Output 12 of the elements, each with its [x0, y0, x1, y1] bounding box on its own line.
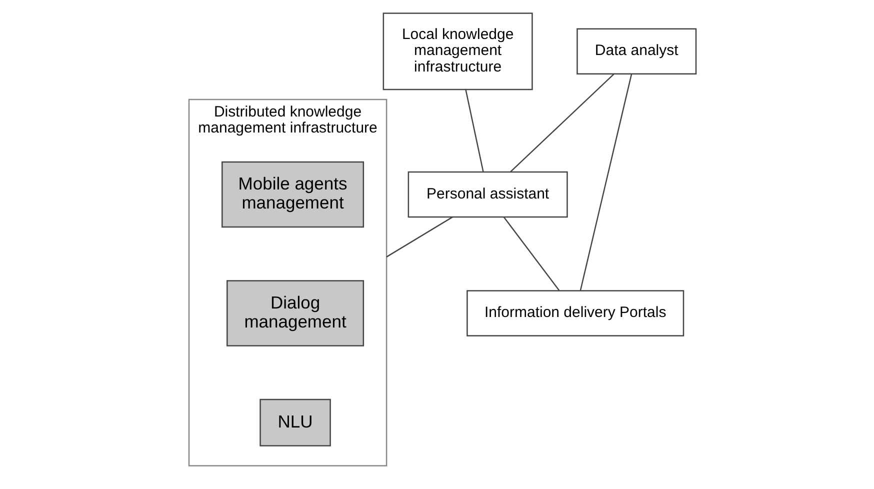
node-box: Data analyst: [576, 28, 696, 74]
node-box: Mobile agents management: [221, 161, 364, 228]
node-box: Local knowledge management infrastructure: [382, 12, 532, 90]
connector: [464, 89, 484, 172]
connector: [510, 74, 614, 172]
node-box: Information delivery Portals: [466, 290, 684, 336]
connector: [502, 216, 560, 291]
connector: [386, 216, 452, 258]
node-box: Dialog management: [226, 280, 364, 346]
connector: [579, 74, 632, 291]
node-box: NLU: [259, 398, 330, 446]
node-box: Personal assistant: [407, 171, 568, 218]
